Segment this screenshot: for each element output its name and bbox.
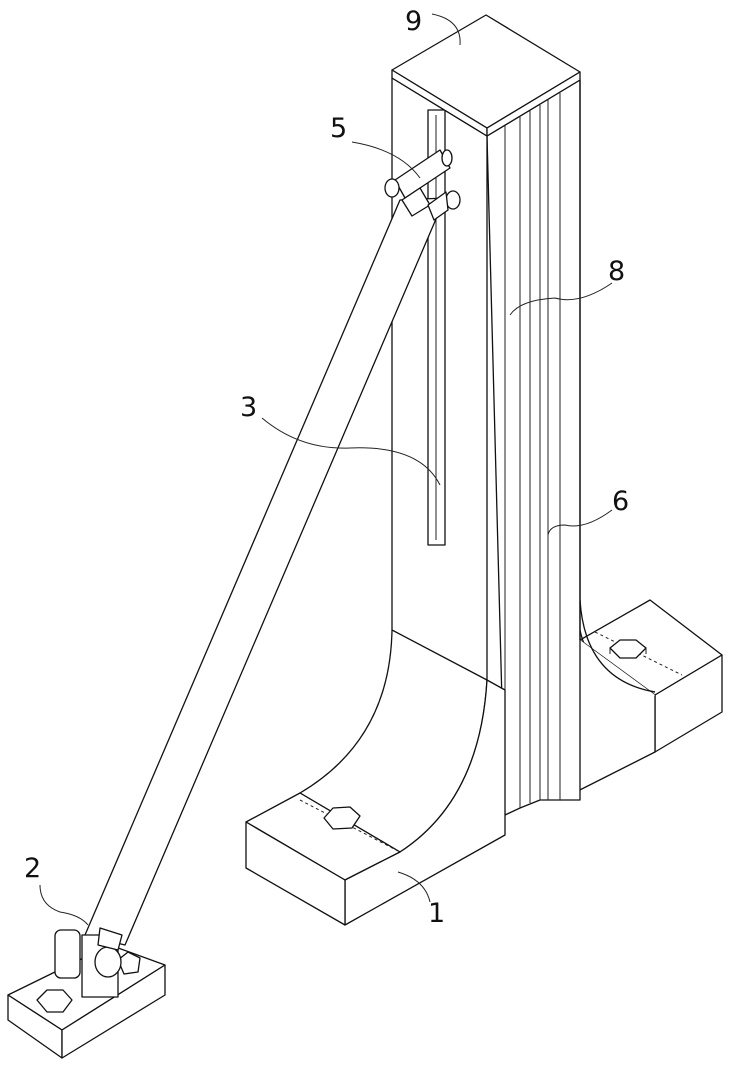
right-base-block — [560, 600, 722, 800]
label-lower-hinge: 2 — [24, 855, 41, 882]
label-base: 1 — [428, 900, 445, 927]
label-upper-hinge: 5 — [330, 115, 347, 142]
label-top-cap: 9 — [405, 8, 422, 35]
label-slot: 3 — [240, 394, 257, 421]
label-column-rib: 6 — [612, 488, 629, 515]
label-column: 8 — [608, 258, 625, 285]
